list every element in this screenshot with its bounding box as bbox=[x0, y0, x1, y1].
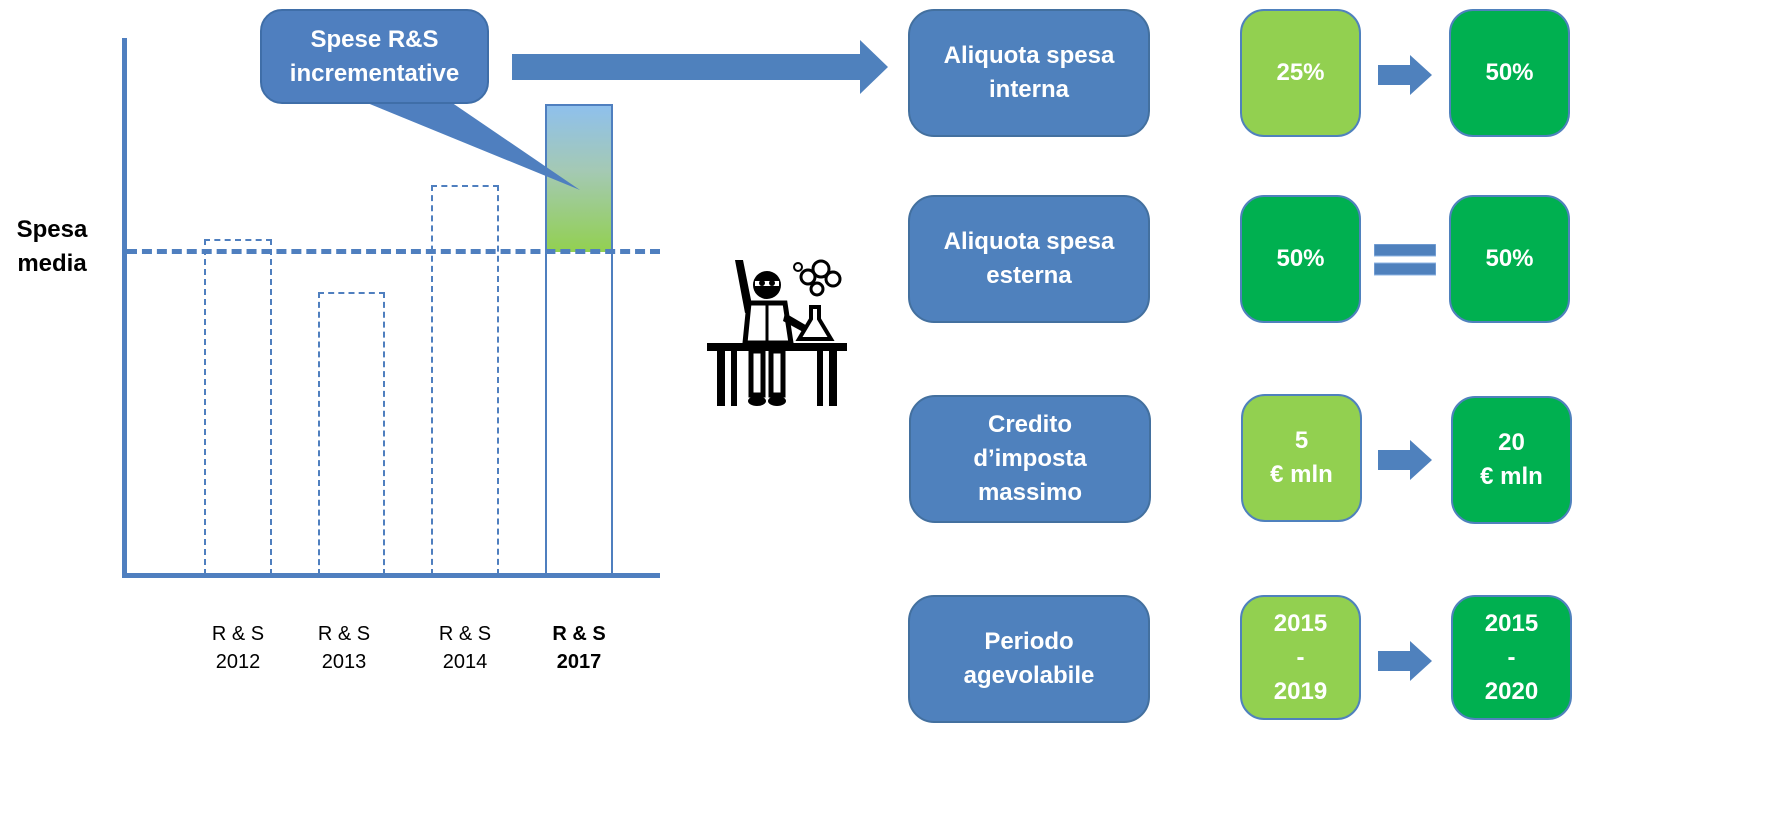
row-title-max-credit: Credito d’imposta massimo bbox=[909, 395, 1151, 523]
row-to-max-credit: 20 € mln bbox=[1451, 396, 1572, 524]
y-axis-label-line: Spesa bbox=[16, 216, 88, 243]
row-title-line: esterna bbox=[986, 262, 1072, 289]
value-line: 50% bbox=[1276, 245, 1325, 272]
row-title-line: Aliquota spesa bbox=[943, 228, 1115, 255]
row-title-line: agevolabile bbox=[963, 662, 1095, 689]
value-line: - bbox=[1296, 643, 1305, 671]
row-from-period: 2015 - 2019 bbox=[1240, 595, 1361, 720]
row-title-internal-rate: Aliquota spesa interna bbox=[908, 9, 1150, 137]
x-axis bbox=[122, 573, 660, 578]
value-line: 2020 bbox=[1484, 677, 1539, 705]
x-label-2017: R & S 2017 bbox=[524, 620, 634, 676]
row-title-period: Periodo agevolabile bbox=[908, 595, 1150, 723]
row-title-line: Periodo bbox=[984, 628, 1074, 655]
value-line: 25% bbox=[1276, 59, 1325, 86]
row-to-internal-rate: 50% bbox=[1449, 9, 1570, 137]
big-arrow-right-icon bbox=[512, 40, 888, 94]
row-title-line: Credito bbox=[988, 411, 1072, 438]
value-line: 20 bbox=[1498, 429, 1525, 456]
x-label-line: R & S bbox=[317, 623, 371, 645]
x-label-2013: R & S 2013 bbox=[289, 620, 399, 676]
arrow-right-icon bbox=[1378, 440, 1432, 480]
x-label-line: 2017 bbox=[556, 651, 602, 673]
arrow-right-icon bbox=[1378, 641, 1432, 681]
y-axis bbox=[122, 38, 127, 578]
bar-2013 bbox=[318, 292, 385, 575]
value-line: € mln bbox=[1270, 461, 1333, 488]
scientist-icon bbox=[707, 259, 847, 406]
value-line: 2015 bbox=[1273, 609, 1328, 637]
incremental-callout: Spese R&S incrementative bbox=[260, 9, 489, 104]
value-line: 50% bbox=[1485, 59, 1534, 86]
value-line: - bbox=[1507, 643, 1516, 671]
row-title-line: Aliquota spesa bbox=[943, 42, 1115, 69]
row-from-external-rate: 50% bbox=[1240, 195, 1361, 323]
value-line: 5 bbox=[1294, 427, 1309, 454]
value-line: 50% bbox=[1485, 245, 1534, 272]
row-to-period: 2015 - 2020 bbox=[1451, 595, 1572, 720]
y-axis-label-line: media bbox=[17, 250, 87, 277]
value-line: 2015 bbox=[1484, 609, 1539, 637]
row-title-external-rate: Aliquota spesa esterna bbox=[908, 195, 1150, 323]
callout-line: incrementative bbox=[289, 59, 460, 87]
x-label-line: 2012 bbox=[215, 651, 261, 673]
mean-reference-line bbox=[127, 249, 660, 254]
value-line: € mln bbox=[1480, 463, 1543, 490]
row-title-line: massimo bbox=[977, 479, 1083, 506]
arrow-right-icon bbox=[1378, 55, 1432, 95]
row-from-max-credit: 5 € mln bbox=[1241, 394, 1362, 522]
x-label-2014: R & S 2014 bbox=[410, 620, 520, 676]
row-title-line: d’imposta bbox=[973, 445, 1087, 472]
row-from-internal-rate: 25% bbox=[1240, 9, 1361, 137]
x-label-2012: R & S 2012 bbox=[183, 620, 293, 676]
x-label-line: R & S bbox=[438, 623, 492, 645]
bar-2017 bbox=[545, 104, 613, 575]
x-label-line: R & S bbox=[552, 623, 606, 645]
bar-2014 bbox=[431, 185, 499, 575]
x-label-line: 2013 bbox=[321, 651, 367, 673]
callout-line: Spese R&S bbox=[310, 25, 439, 53]
x-label-line: 2014 bbox=[442, 651, 488, 673]
callout-tail bbox=[355, 98, 580, 190]
bar-2012 bbox=[204, 239, 272, 575]
x-label-line: R & S bbox=[211, 623, 265, 645]
y-axis-label: Spesa media bbox=[6, 213, 98, 281]
equals-icon bbox=[1374, 244, 1436, 276]
row-to-external-rate: 50% bbox=[1449, 195, 1570, 323]
row-title-line: interna bbox=[988, 76, 1069, 103]
value-line: 2019 bbox=[1273, 677, 1328, 705]
